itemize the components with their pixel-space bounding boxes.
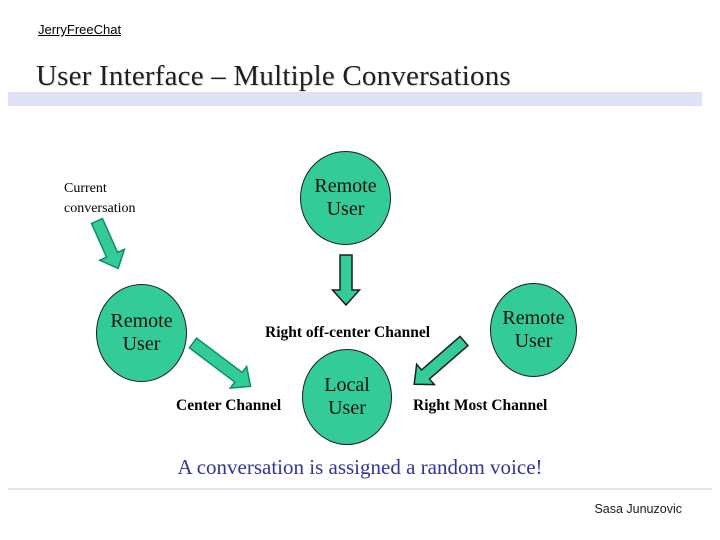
current-conversation-label: Current conversation xyxy=(64,181,136,217)
arrow-current-conversation-icon xyxy=(90,217,126,270)
right-off-center-channel-label: Right off-center Channel xyxy=(265,324,431,341)
node-label: Local User xyxy=(324,374,370,419)
title-divider-bar xyxy=(8,92,702,105)
node-local-user: Local User xyxy=(302,349,392,445)
author-credit: Sasa Junuzovic xyxy=(594,502,682,516)
node-remote-user-right: Remote User xyxy=(490,283,577,377)
footer-message: A conversation is assigned a random voic… xyxy=(177,455,543,479)
logo-link[interactable]: JerryFreeChat xyxy=(38,22,122,37)
right-most-channel-label: Right Most Channel xyxy=(413,397,548,414)
arrow-down-icon xyxy=(330,254,362,307)
node-label: Remote User xyxy=(314,175,377,220)
node-remote-user-left: Remote User xyxy=(96,284,187,382)
page-title: User Interface – Multiple Conversations xyxy=(36,60,511,92)
bottom-divider-line xyxy=(8,488,712,490)
node-label: Remote User xyxy=(110,310,173,355)
arrow-left-remote-to-center-icon xyxy=(188,337,252,389)
center-channel-label: Center Channel xyxy=(176,397,282,414)
node-label: Remote User xyxy=(502,307,565,352)
node-remote-user-top: Remote User xyxy=(300,151,391,245)
